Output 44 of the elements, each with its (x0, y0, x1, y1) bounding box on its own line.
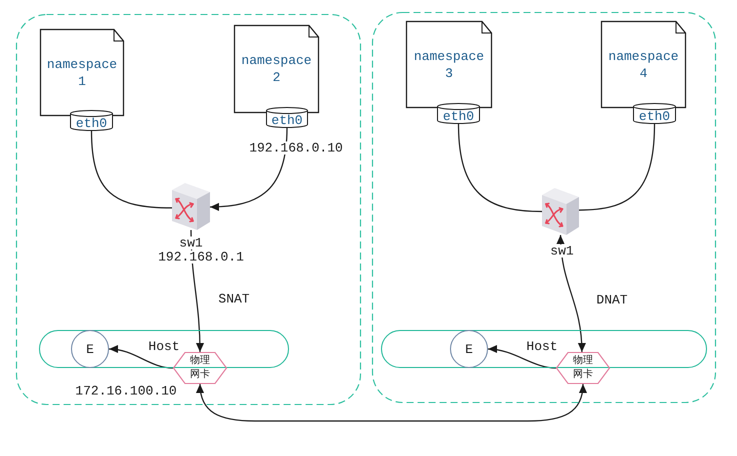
nic-label: 物理网卡 (189, 354, 211, 382)
ip-address-label: 192.168.0.10 (249, 142, 343, 154)
document-shape (234, 25, 319, 113)
namespace-label: namespace 2 (240, 52, 313, 86)
arrow (196, 384, 586, 422)
connector-line (90, 130, 172, 208)
nat-label: SNAT (218, 292, 250, 306)
ip-address-label: 192.168.0.1 (158, 250, 244, 264)
arrow (556, 234, 586, 352)
namespace-label: namespace 4 (607, 48, 680, 82)
host-band (39, 330, 289, 368)
nic-label: 物理网卡 (572, 354, 594, 382)
switch-name: sw1 (550, 244, 574, 258)
network-switch-icon (172, 183, 210, 230)
interface-label: eth0 (271, 114, 303, 126)
arrow (488, 345, 556, 369)
hexagon-shape (173, 352, 227, 384)
interface-label: eth0 (442, 110, 474, 122)
namespace-label: namespace 3 (412, 48, 486, 82)
circle-node (71, 330, 109, 368)
cylinder-shape (70, 110, 113, 131)
switch-name: sw1 (179, 236, 203, 250)
connector-line (578, 124, 656, 211)
circle-label: E (86, 342, 94, 356)
circle-label: E (465, 342, 473, 356)
nat-label: DNAT (596, 294, 628, 306)
hexagon-shape (556, 352, 610, 384)
host-label: Host (526, 340, 558, 354)
namespace-label: namespace 1 (46, 56, 118, 90)
circle-node (450, 330, 488, 368)
network-switch-icon (542, 188, 579, 235)
dashed-group-frame (16, 14, 361, 405)
dashed-group-frame (372, 12, 716, 403)
cylinder-shape (633, 103, 676, 124)
cylinder-shape (266, 107, 308, 128)
connector-line (458, 124, 542, 212)
ip-address-label: 172.16.100.10 (75, 384, 177, 398)
cylinder-shape (437, 103, 480, 124)
host-label: Host (148, 340, 180, 354)
arrow (210, 128, 288, 211)
interface-label: eth0 (638, 110, 670, 122)
arrow (108, 346, 174, 369)
interface-label: eth0 (76, 116, 108, 130)
host-band (381, 330, 707, 368)
